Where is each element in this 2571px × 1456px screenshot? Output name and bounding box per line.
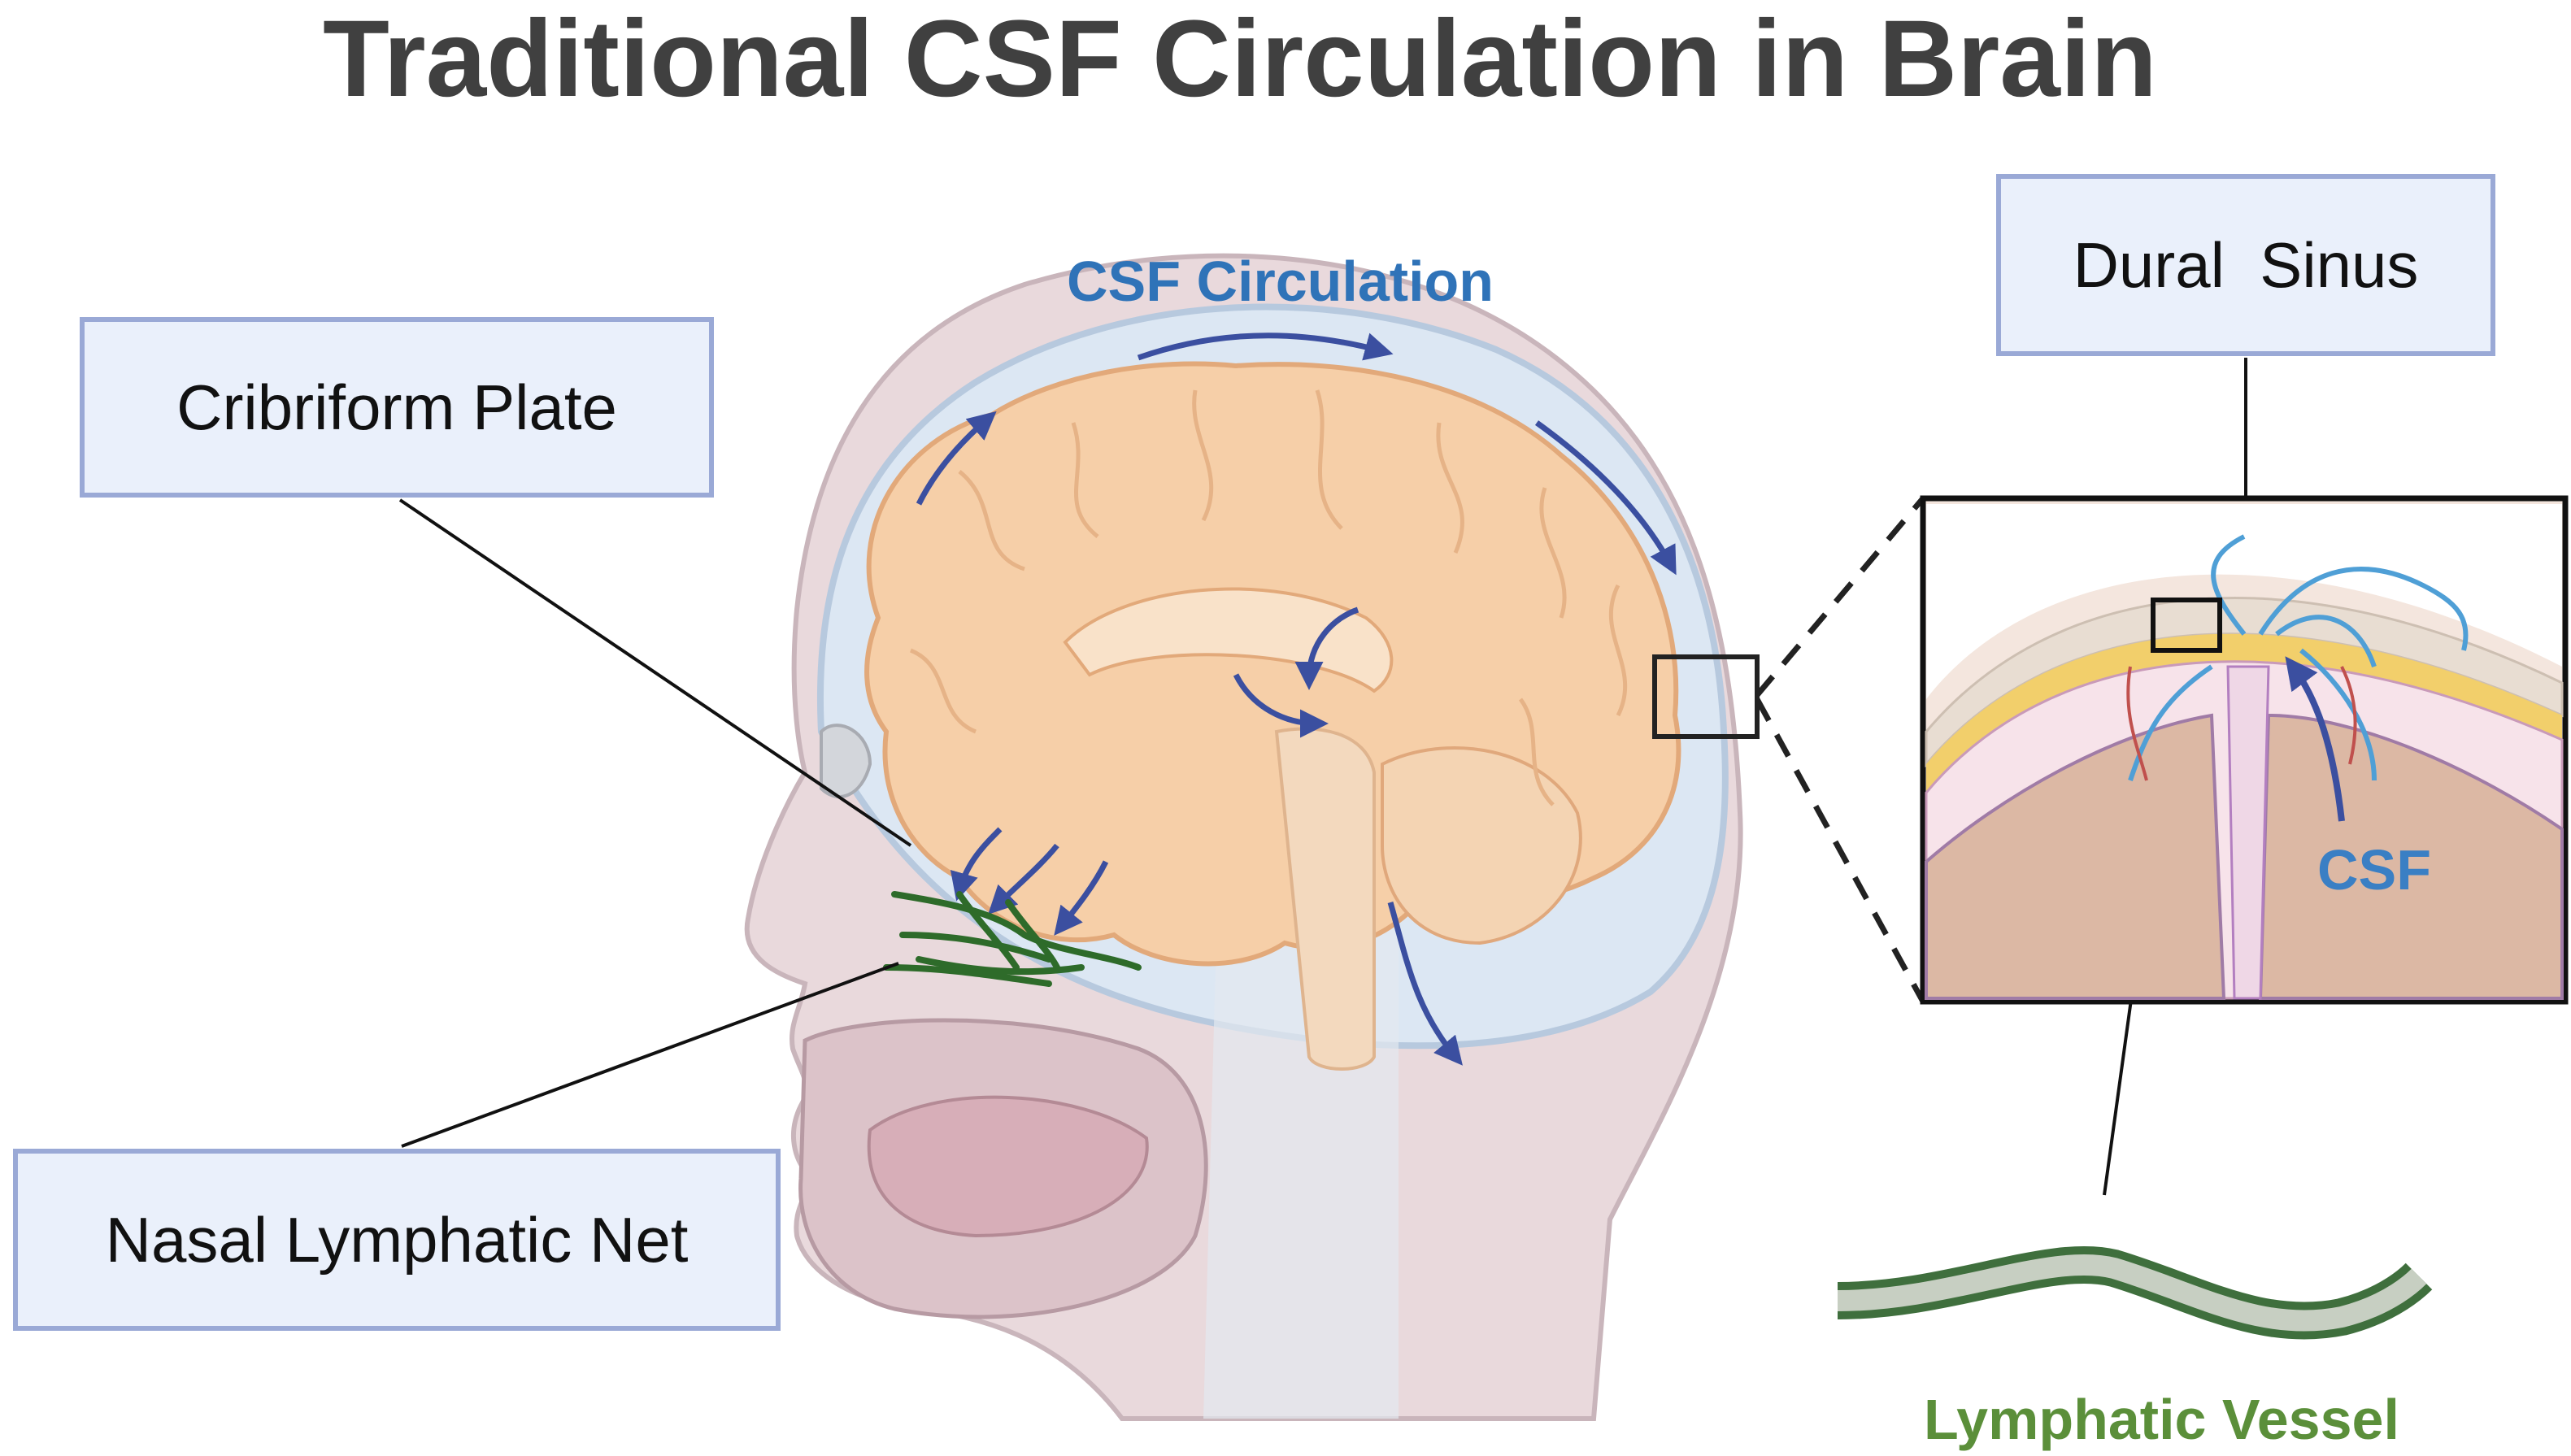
tongue [867, 1095, 1149, 1238]
head-illustration [744, 253, 1743, 1421]
csf-arrow-nasal-3 [1054, 860, 1109, 936]
lymphatic-vessel-label: Lymphatic Vessel [1924, 1388, 2399, 1451]
csf-arrow-back [1534, 420, 1677, 576]
zoom-source-box [1652, 654, 1760, 739]
dural-sinus-label: Dural Sinus [2073, 228, 2419, 301]
csf-arrow-top [1137, 332, 1394, 361]
csf-arrow-ventricle [1294, 606, 1359, 690]
csf-arrow-nasal-1 [950, 827, 1003, 902]
zoom-connectors [1754, 496, 1926, 1003]
dural-sinus-label-box: Dural Sinus [1996, 174, 2495, 356]
inset-falx [2226, 665, 2270, 1000]
inset-focus-box [2151, 598, 2222, 653]
leader-cribriform [398, 498, 912, 847]
csf-label: CSF [2317, 838, 2431, 902]
csf-arrows [916, 332, 1677, 1066]
cerebellum [1381, 746, 1582, 945]
lymphatic-vessel-illustration [1837, 1245, 2433, 1340]
csf-arrow-third [1233, 673, 1329, 738]
diagram-title: Traditional CSF Circulation in Brain [323, 0, 2157, 120]
nasal-lymphatic-net-label-box: Nasal Lymphatic Net [13, 1149, 781, 1331]
inset-csf-arrow [2285, 656, 2345, 822]
cribriform-plate-label: Cribriform Plate [176, 371, 617, 443]
inset-cortex-left [1925, 713, 2226, 1000]
csf-arrow-spine [1387, 902, 1463, 1066]
csf-circulation-label: CSF Circulation [1067, 250, 1494, 313]
cribriform-plate-label-box: Cribriform Plate [80, 317, 714, 498]
nasal-lymphatic-net-label: Nasal Lymphatic Net [105, 1203, 689, 1276]
orbit [820, 724, 872, 798]
csf-arrow-front [916, 411, 997, 506]
csf-arrow-nasal-2 [988, 843, 1059, 915]
leader-nasal [401, 962, 899, 1148]
dural-sinus-inset [1920, 495, 2569, 1005]
nasal-lymphatic-net [883, 891, 1142, 987]
